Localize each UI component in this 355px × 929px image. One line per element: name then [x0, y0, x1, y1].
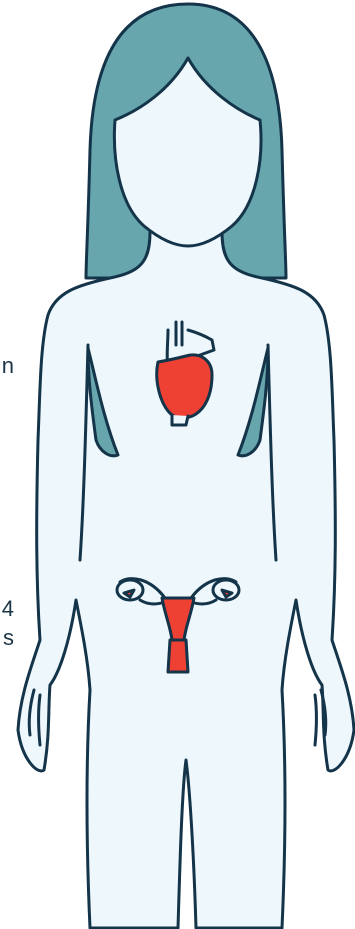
body-shape: [18, 232, 354, 928]
